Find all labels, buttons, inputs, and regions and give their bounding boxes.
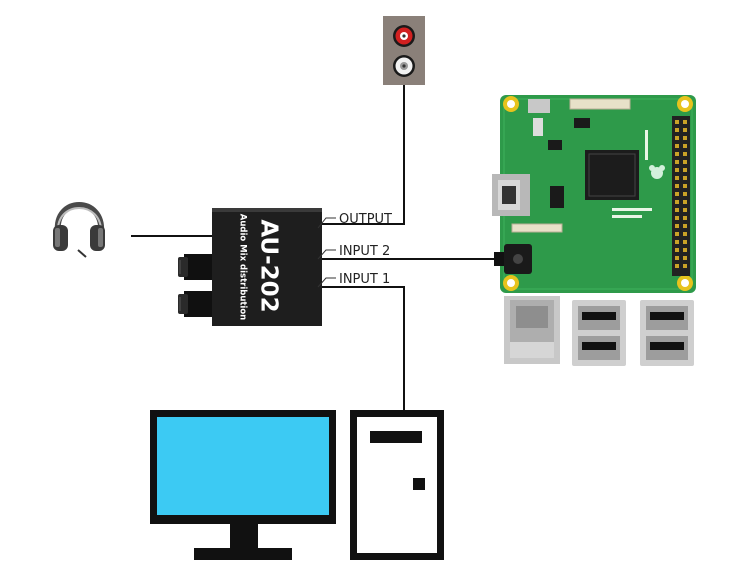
mixer-model-label: AU-202 bbox=[256, 219, 282, 312]
rca-jack-icon bbox=[383, 16, 425, 85]
raspberry-logo-icon bbox=[649, 165, 665, 179]
volume-knob-icon bbox=[178, 254, 212, 317]
audio-mixer-device: AU-202 Audio Mix distribution bbox=[178, 208, 322, 326]
wire-input1 bbox=[322, 286, 405, 410]
raspberry-pi-board bbox=[492, 95, 696, 366]
input2-port: INPUT 2 bbox=[317, 244, 390, 260]
audio-jack-icon bbox=[494, 244, 532, 274]
wires bbox=[131, 85, 494, 410]
output-port: OUTPUT bbox=[317, 212, 392, 229]
gpio-header-icon bbox=[672, 116, 690, 276]
input1-port: INPUT 1 bbox=[317, 272, 390, 288]
hdmi-port-icon bbox=[492, 174, 530, 216]
input1-port-label: INPUT 1 bbox=[339, 272, 390, 287]
output-port-label: OUTPUT bbox=[339, 212, 392, 227]
soc-chip-icon bbox=[585, 150, 639, 200]
usb-port-icon bbox=[572, 300, 694, 366]
wire-output bbox=[322, 85, 405, 225]
pcb-silkscreen-icon bbox=[612, 130, 652, 218]
ethernet-port-icon bbox=[504, 296, 560, 364]
monitor-icon bbox=[150, 410, 336, 560]
port-labels: OUTPUT INPUT 2 INPUT 1 bbox=[317, 212, 392, 288]
mixer-subtitle-label: Audio Mix distribution bbox=[238, 214, 248, 320]
mounting-hole-icon bbox=[503, 96, 693, 291]
pc-tower-icon bbox=[350, 410, 444, 560]
headphones-icon bbox=[53, 202, 105, 258]
input2-port-label: INPUT 2 bbox=[339, 244, 390, 259]
